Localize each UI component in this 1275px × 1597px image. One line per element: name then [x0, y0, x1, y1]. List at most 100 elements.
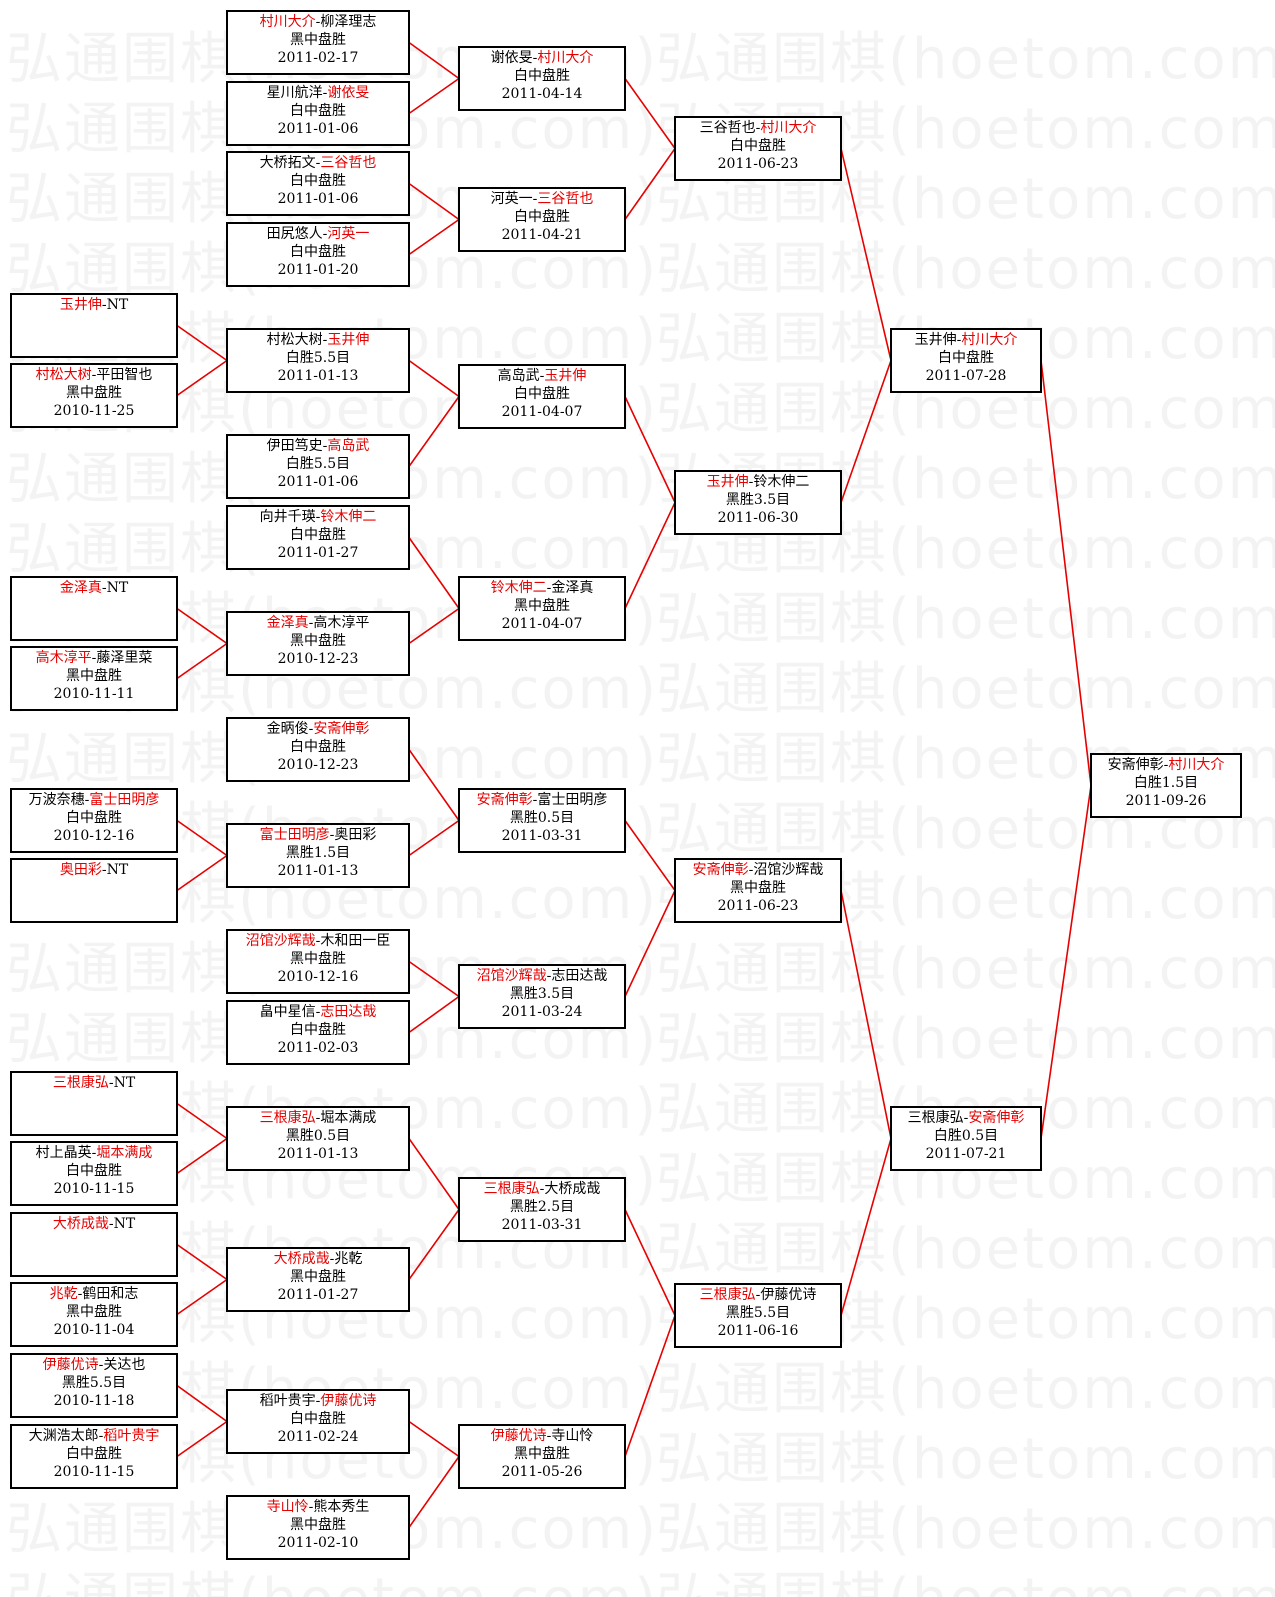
- player-two: 富士田明彦: [89, 792, 160, 808]
- player-two: 铃木伸二: [753, 474, 810, 490]
- match-result: 白中盘胜: [514, 68, 570, 84]
- player-two: 堀本满成: [96, 1145, 153, 1161]
- player-one: 大桥拓文: [259, 155, 316, 171]
- connector-r3m3-r4m2: [840, 890, 892, 1139]
- connector-r2m6-r3m3: [624, 890, 676, 997]
- player-two: 安斋伸彰: [968, 1110, 1025, 1126]
- match-players: 高岛武-玉井伸: [460, 367, 624, 385]
- connector-r0m5-r1m10: [176, 819, 228, 857]
- player-one: 村川大介: [259, 14, 316, 30]
- player-one: 畠中星信: [259, 1004, 316, 1020]
- match-result: 白中盘胜: [514, 386, 570, 402]
- vs-dash: -: [108, 1075, 114, 1091]
- connector-r1m11-r2m6: [408, 960, 460, 998]
- player-two: 村川大介: [961, 332, 1018, 348]
- player-one: 三谷哲也: [699, 120, 756, 136]
- vs-dash: -: [546, 580, 552, 596]
- connector-r3m1-r4m1: [840, 148, 892, 361]
- player-two: 奥田彩: [334, 827, 377, 843]
- match-date: 2011-09-26: [1125, 793, 1207, 809]
- vs-dash: -: [963, 1110, 969, 1126]
- player-one: 田尻悠人: [266, 226, 323, 242]
- vs-dash: -: [1163, 757, 1169, 773]
- vs-dash: -: [308, 1499, 314, 1515]
- match-result: 黑胜0.5目: [285, 1128, 351, 1144]
- connector-r2m3-r3m2: [624, 396, 676, 503]
- match-players: 村松大树-平田智也: [12, 366, 176, 384]
- player-one: 兆乾: [49, 1286, 78, 1302]
- match-players: 村松大树-玉井伸: [228, 331, 408, 349]
- player-one: 大桥成哉: [52, 1216, 109, 1232]
- connector-r1m10-r2m5: [408, 819, 460, 857]
- connector-r1m13-r2m7: [408, 1138, 460, 1210]
- match-players: 沼馆沙辉哉-木和田一臣: [228, 932, 408, 950]
- match-players: 河英一-三谷哲也: [460, 190, 624, 208]
- player-one: 高岛武: [497, 368, 540, 384]
- player-two: 沼馆沙辉哉: [753, 862, 824, 878]
- match-result: 白中盘胜: [290, 244, 346, 260]
- player-one: 寺山怜: [266, 1499, 309, 1515]
- match-date: 2010-11-15: [53, 1464, 135, 1480]
- player-one: 高木淳平: [35, 650, 92, 666]
- connector-r2m5-r3m3: [624, 820, 676, 891]
- match-players: 谢依旻-村川大介: [460, 49, 624, 67]
- player-one: 沼馆沙辉哉: [476, 968, 547, 984]
- match-date: 2011-02-24: [277, 1429, 359, 1445]
- connector-r1m5-r2m3: [408, 359, 460, 398]
- player-one: 富士田明彦: [259, 827, 330, 843]
- match-date: 2011-01-27: [277, 545, 359, 561]
- vs-dash: -: [91, 1145, 97, 1161]
- vs-dash: -: [322, 226, 328, 242]
- match-box-r0m9: 大桥成哉-NT: [10, 1212, 178, 1277]
- vs-dash: -: [755, 120, 761, 136]
- match-date: 2010-11-04: [53, 1322, 135, 1338]
- player-one: 大桥成哉: [273, 1251, 330, 1267]
- match-players: 村上晶英-堀本满成: [12, 1144, 176, 1162]
- connector-r4m1-final: [1040, 360, 1092, 786]
- vs-dash: -: [101, 580, 107, 596]
- vs-dash: -: [308, 721, 314, 737]
- vs-dash: -: [77, 1286, 83, 1302]
- match-date: 2011-01-27: [277, 1287, 359, 1303]
- connector-r0m6-r1m10: [176, 854, 228, 892]
- match-players: 伊田笃史-高岛武: [228, 437, 408, 455]
- connector-r2m1-r3m1: [624, 78, 676, 149]
- match-date: 2010-12-23: [277, 757, 359, 773]
- match-result: 白胜0.5目: [933, 1128, 999, 1144]
- match-result: 白中盘胜: [290, 1411, 346, 1427]
- vs-dash: -: [322, 85, 328, 101]
- player-one: 万波奈穗: [28, 792, 85, 808]
- connector-r1m16-r2m8: [408, 1456, 460, 1528]
- match-box-r0m3: 金泽真-NT: [10, 576, 178, 641]
- match-date: 2011-01-20: [277, 262, 359, 278]
- connector-r2m7-r3m4: [624, 1209, 676, 1316]
- player-two: 志田达哉: [320, 1004, 377, 1020]
- match-result: 黑胜1.5目: [285, 845, 351, 861]
- player-one: 星川航洋: [266, 85, 323, 101]
- vs-dash: -: [546, 968, 552, 984]
- connector-r0m1-r1m5: [176, 324, 228, 362]
- player-two: 高岛武: [327, 438, 370, 454]
- match-players: 向井千瑛-铃木伸二: [228, 508, 408, 526]
- connector-r2m8-r3m4: [624, 1315, 676, 1457]
- match-result: 白胜5.5目: [285, 350, 351, 366]
- match-players: 畠中星信-志田达哉: [228, 1003, 408, 1021]
- match-date: 2011-04-07: [501, 404, 583, 420]
- player-two: 三谷哲也: [537, 191, 594, 207]
- vs-dash: -: [98, 1357, 104, 1373]
- match-players: 三根康弘-NT: [12, 1074, 176, 1092]
- match-players: 金泽真-高木淳平: [228, 614, 408, 632]
- connector-r1m4-r2m2: [408, 218, 460, 256]
- player-one: 大渊浩太郎: [28, 1428, 99, 1444]
